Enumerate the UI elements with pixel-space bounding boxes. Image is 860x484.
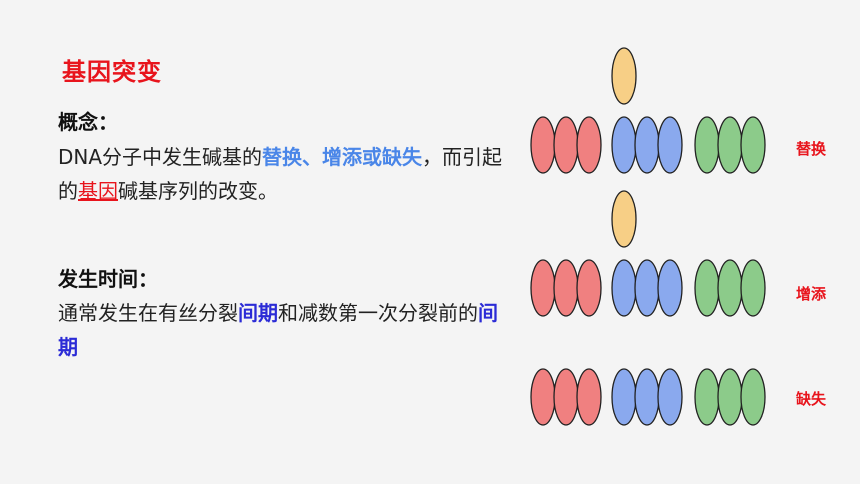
timing-text-1: 通常发生在有丝分裂 — [58, 301, 238, 325]
blue-base-1-1 — [611, 116, 637, 174]
row-label-deletion: 缺失 — [796, 390, 827, 408]
red-base-3-1 — [530, 368, 556, 426]
concept-paragraph: DNA分子中发生碱基的替换、增添或缺失，而引起的基因碱基序列的改变。 — [58, 140, 508, 208]
blue-base-3-3 — [657, 368, 683, 426]
concept-text-2: ，而引起的 — [58, 145, 503, 203]
red-base-2-3 — [576, 259, 602, 317]
slide-title: 基因突变 — [62, 58, 162, 86]
blue-base-1-3 — [657, 116, 683, 174]
red-base-3-2 — [553, 368, 579, 426]
blue-base-3-1 — [611, 368, 637, 426]
timing-paragraph: 通常发生在有丝分裂间期和减数第一次分裂前的间期 — [58, 296, 498, 364]
blue-base-3-2 — [634, 368, 660, 426]
red-base-1-3 — [576, 116, 602, 174]
timing-label: 发生时间： — [58, 267, 158, 291]
concept-highlight-gene: 基因 — [78, 179, 118, 203]
green-base-1-2 — [717, 116, 743, 174]
timing-highlight-interphase-1: 间期 — [238, 301, 278, 325]
blue-base-2-3 — [657, 259, 683, 317]
green-base-3-2 — [717, 368, 743, 426]
timing-highlight-interphase-2: 间期 — [58, 301, 498, 359]
red-base-1-1 — [530, 116, 556, 174]
concept-label: 概念： — [58, 110, 118, 134]
blue-base-2-1 — [611, 259, 637, 317]
concept-text-1: DNA分子中发生碱基的 — [58, 145, 263, 169]
red-base-2-1 — [530, 259, 556, 317]
blue-base-2-2 — [634, 259, 660, 317]
green-base-1-1 — [694, 116, 720, 174]
green-base-1-3 — [740, 116, 766, 174]
red-base-1-2 — [553, 116, 579, 174]
concept-highlight-mutation-types: 替换、增添或缺失 — [262, 145, 423, 169]
green-base-2-1 — [694, 259, 720, 317]
extra-yellow-base-2 — [611, 190, 637, 248]
row-label-insertion: 增添 — [796, 285, 827, 303]
green-base-3-1 — [694, 368, 720, 426]
green-base-2-2 — [717, 259, 743, 317]
green-base-2-3 — [740, 259, 766, 317]
blue-base-1-2 — [634, 116, 660, 174]
extra-yellow-base-1 — [611, 47, 637, 105]
green-base-3-3 — [740, 368, 766, 426]
timing-text-2: 和减数第一次分裂前的 — [278, 301, 478, 325]
red-base-2-2 — [553, 259, 579, 317]
red-base-3-3 — [576, 368, 602, 426]
concept-text-3: 碱基序列的改变。 — [118, 179, 278, 203]
row-label-substitution: 替换 — [796, 140, 827, 158]
